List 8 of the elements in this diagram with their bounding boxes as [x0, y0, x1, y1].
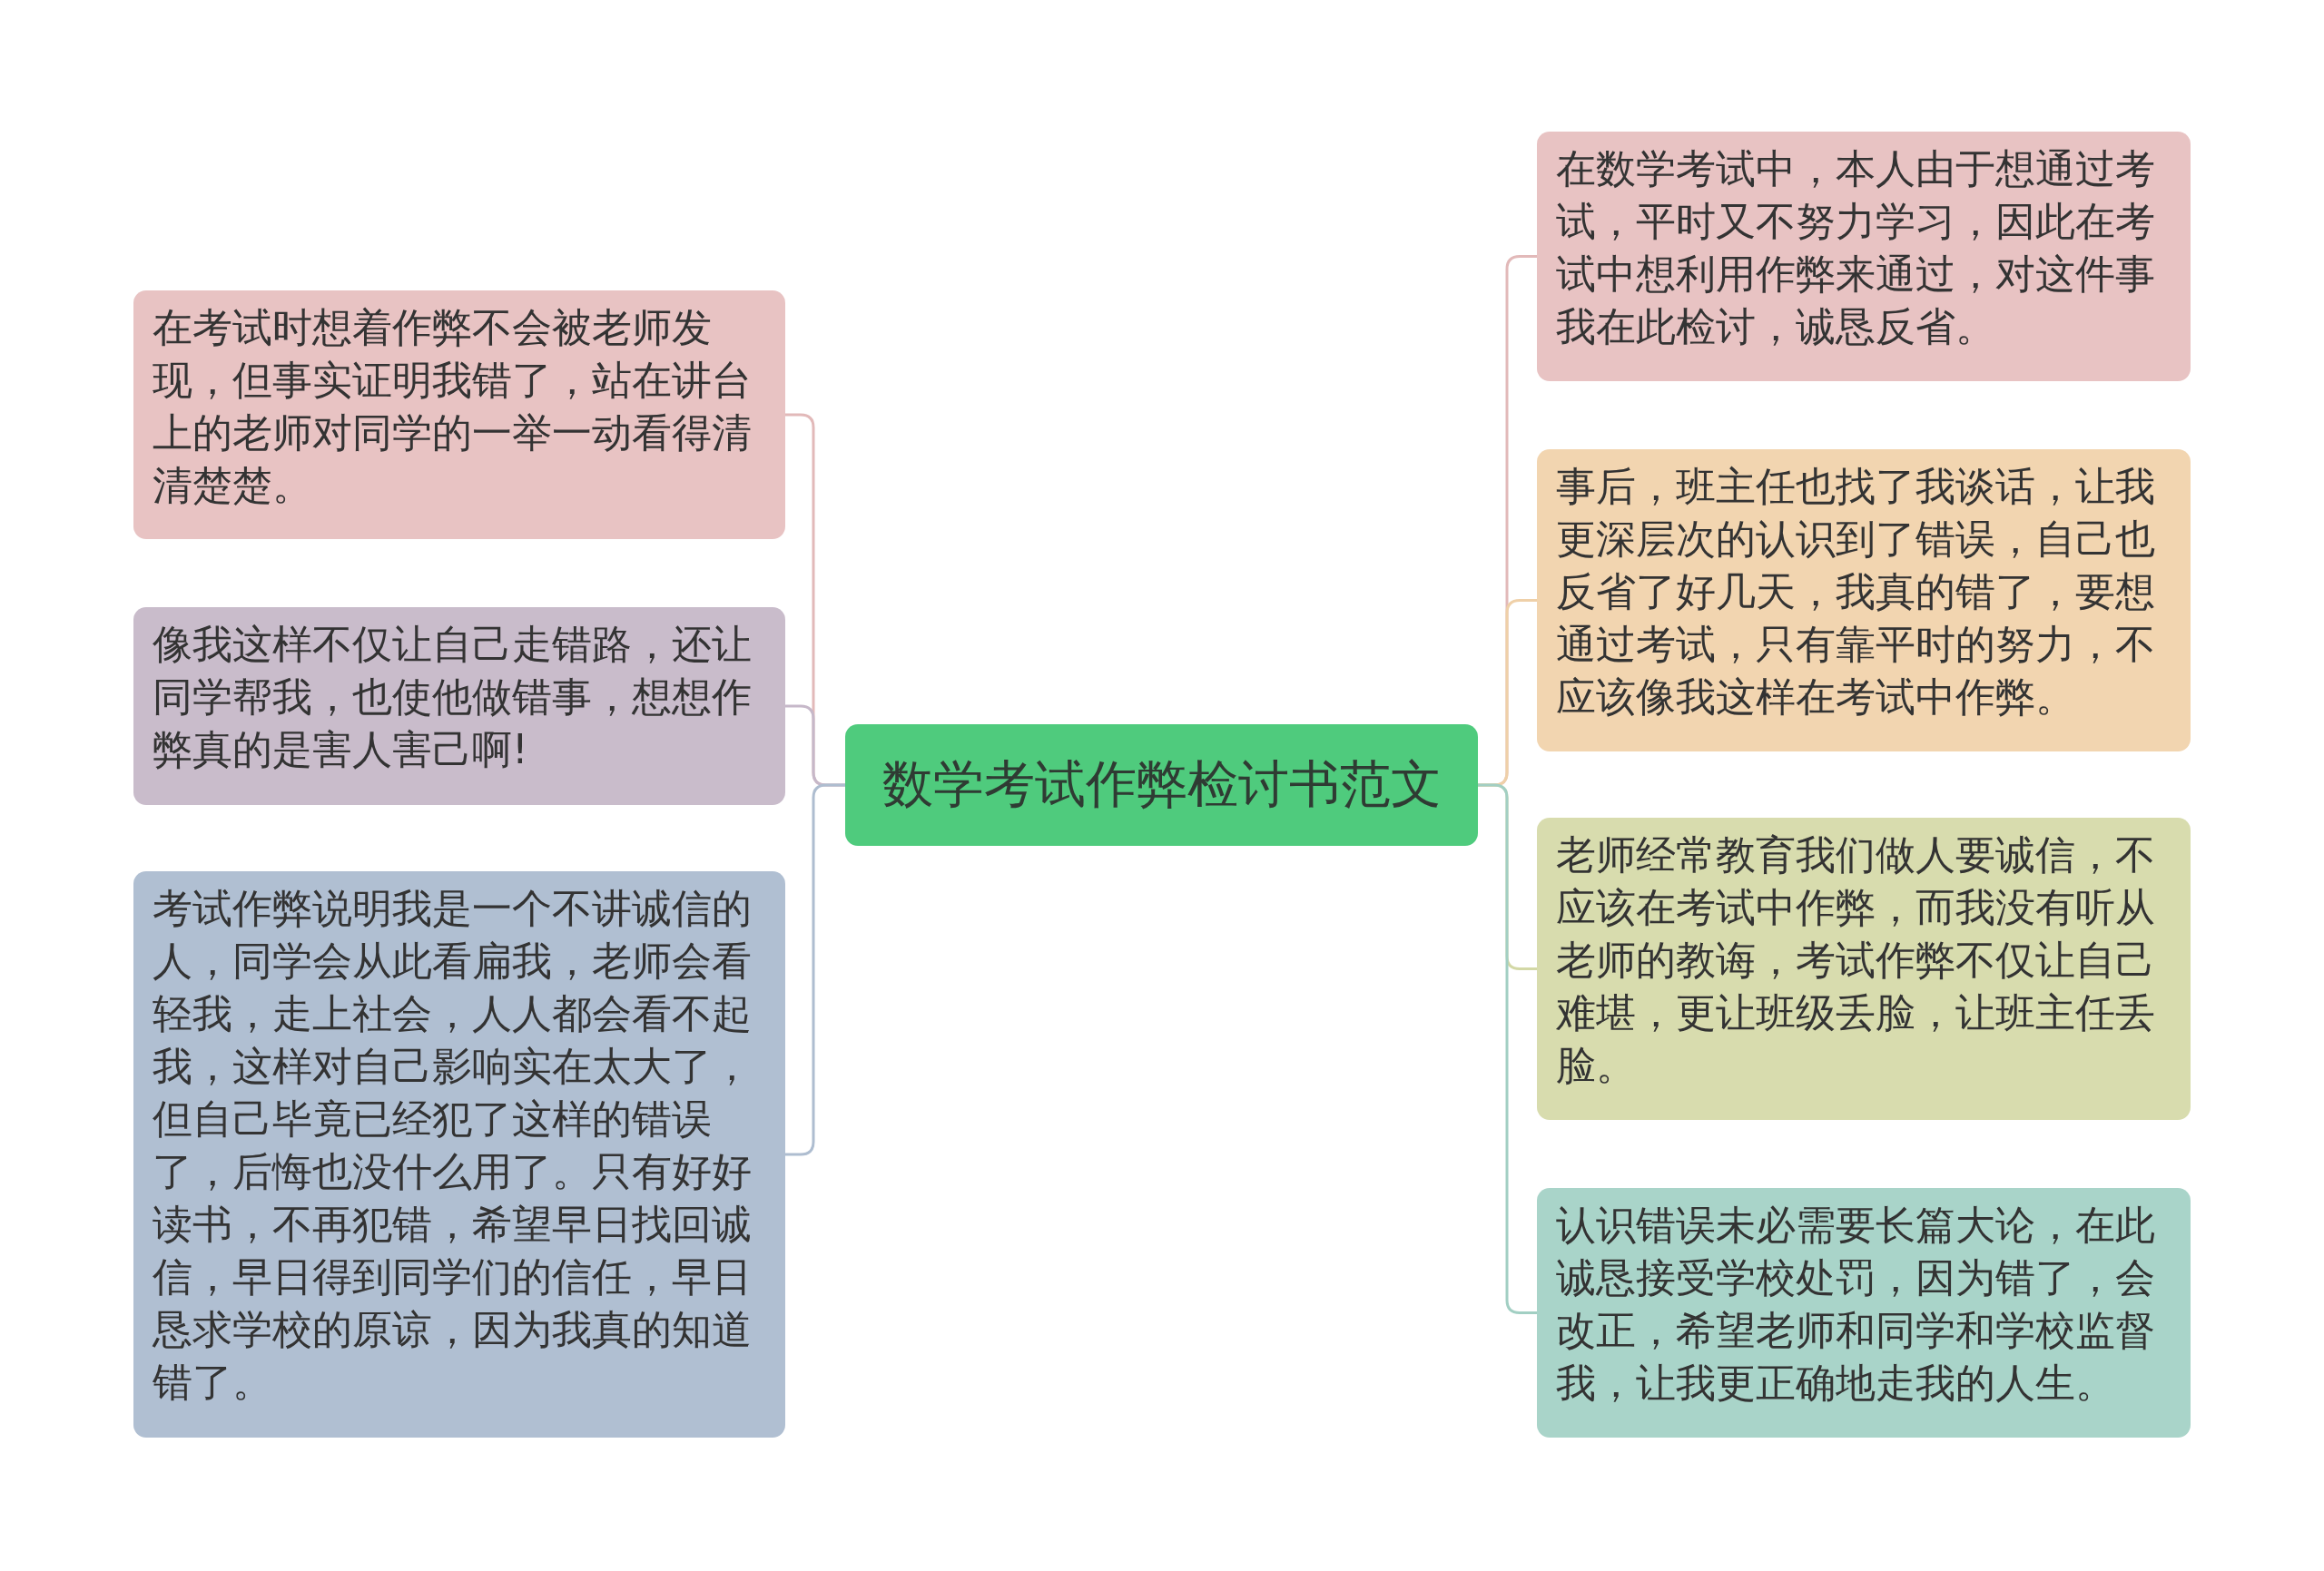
topic-box: 事后，班主任也找了我谈话，让我更深层次的认识到了错误，自己也反省了好几天，我真的错了，要想通过考试，只有靠平时的努力，不应该像我这样在考试中作弊。 — [1537, 449, 2191, 751]
topic-box: 老师经常教育我们做人要诚信，不应该在考试中作弊，而我没有听从老师的教诲，考试作弊不仅让自己难堪，更让班级丢脸，让班主任丢脸。 — [1537, 818, 2191, 1120]
topic-box: 在数学考试中，本人由于想通过考试，平时又不努力学习，因此在考试中想利用作弊来通过，对这件事我在此检讨，诚恳反省。 — [1537, 132, 2191, 381]
topic-box: 在考试时想着作弊不会被老师发现，但事实证明我错了，站在讲台上的老师对同学的一举一动看得清清楚楚。 — [133, 290, 785, 539]
topic-box: 考试作弊说明我是一个不讲诚信的人，同学会从此看扁我，老师会看轻我，走上社会，人人都会看不起我，这样对自己影响实在太大了，但自己毕竟已经犯了这样的错误了，后悔也没什么用了。只有好好读书，不再犯错，希望早日找回诚信，早日得到同学们的信任，早日恳求学校的原谅，因为我真的知道错了。 — [133, 871, 785, 1438]
topic-box: 像我这样不仅让自己走错路，还让同学帮我，也使他做错事，想想作弊真的是害人害己啊! — [133, 607, 785, 805]
central-topic-box: 数学考试作弊检讨书范文 — [845, 724, 1478, 846]
topic-box: 认识错误未必需要长篇大论，在此诚恳接受学校处罚，因为错了，会改正，希望老师和同学和学校监督我，让我更正确地走我的人生。 — [1537, 1188, 2191, 1438]
